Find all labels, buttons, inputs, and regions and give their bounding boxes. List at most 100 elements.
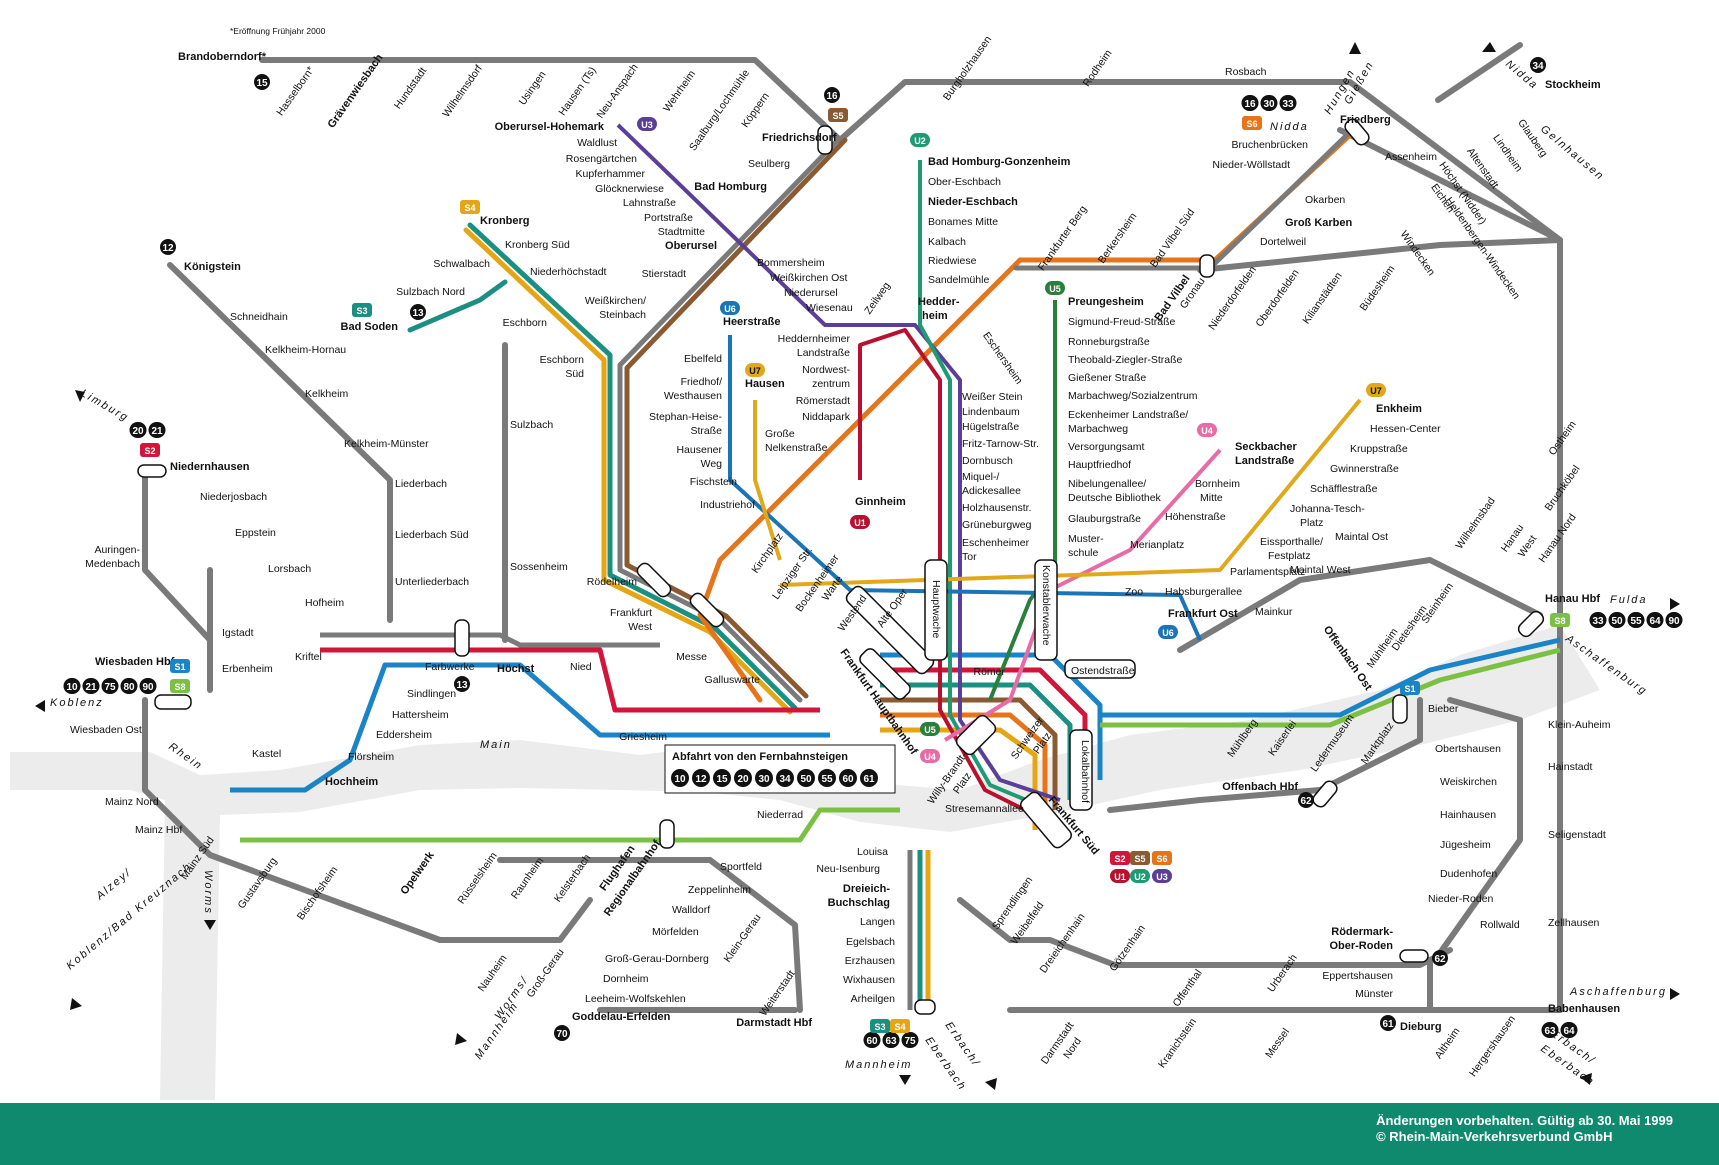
station-hanau[interactable] [1516,609,1546,639]
station-label-offenbach-ost[interactable]: Offenbach Ost [1321,624,1374,693]
station-label-parlamentsplatz[interactable]: Parlamentsplatz [1230,566,1305,578]
station-label-sossenheim[interactable]: Sossenheim [510,561,568,573]
station-label-roedermark2[interactable]: Ober-Roden [1329,940,1393,952]
station-label-heddernheimer-landstr[interactable]: Heddernheimer [778,333,851,345]
station-offenbach-hbf[interactable] [1311,779,1340,809]
station-label-griesheim[interactable]: Griesheim [619,731,667,743]
station-label-weisskirchen-steinbach2[interactable]: Steinbach [599,309,646,321]
station-friedrichsdorf[interactable] [817,125,833,155]
station-label-gloecknerwiese[interactable]: Glöcknerwiese [595,183,664,195]
station-label-offenbach-hbf[interactable]: Offenbach Hbf [1222,781,1298,793]
station-label-nauheim[interactable]: Nauheim [476,952,510,994]
station-label-wiesenau[interactable]: Wiesenau [806,302,853,314]
station-label-giessener-strasse[interactable]: Gießener Straße [1068,372,1146,384]
station-label-eschenheimer-tor[interactable]: Eschenheimer [962,537,1030,549]
station-roedermark[interactable] [1399,949,1429,963]
station-label-seligenstadt[interactable]: Seligenstadt [1548,829,1606,841]
station-label-bad-homburg[interactable]: Bad Homburg [694,181,767,193]
station-label-kupferhammer[interactable]: Kupferhammer [576,168,646,180]
station-label-ronneburgstrasse[interactable]: Ronneburgstraße [1068,336,1150,348]
station-roedelheim[interactable] [635,561,673,599]
station-label-sportfeld[interactable]: Sportfeld [720,861,762,873]
station-label-babenhausen[interactable]: Babenhausen [1548,1003,1620,1015]
station-label-muenster[interactable]: Münster [1355,988,1393,1000]
station-label-rollwald[interactable]: Rollwald [1480,919,1520,931]
station-label-schwalbach[interactable]: Schwalbach [433,258,490,270]
station-label-huegelstrasse[interactable]: Hügelstraße [962,421,1019,433]
station-label-eschersheim[interactable]: Eschersheim [980,330,1025,387]
station-label-oberursel-hohemark[interactable]: Oberursel-Hohemark [495,121,605,133]
station-label-assenheim[interactable]: Assenheim [1385,151,1437,163]
station-label-hausen-ts[interactable]: Hausen (Ts) [556,65,598,118]
station-label-roemerstadt[interactable]: Römerstadt [796,395,850,407]
station-label-auringen2[interactable]: Medenbach [85,558,140,570]
station-label-roemer[interactable]: Römer [973,666,1005,678]
station-label-sulzbach-nord[interactable]: Sulzbach Nord [396,286,465,298]
station-label-hauptfriedhof[interactable]: Hauptfriedhof [1068,459,1131,471]
station-label-bieber[interactable]: Bieber [1428,703,1459,715]
station-label-hanau-hbf[interactable]: Hanau Hbf [1545,593,1600,605]
station-label-bommersheim[interactable]: Bommersheim [757,257,825,269]
station-label-hausen[interactable]: Hausen [745,378,785,390]
station-label-nordwestzentrum2[interactable]: zentrum [812,378,850,390]
station-label-eppstein[interactable]: Eppstein [235,527,276,539]
station-label-liederbach-sued[interactable]: Liederbach Süd [395,529,469,541]
station-label-langen[interactable]: Langen [860,916,895,928]
station-label-hochheim[interactable]: Hochheim [325,776,378,788]
station-label-frankfurt-west2[interactable]: West [628,621,652,633]
station-label-miquel2[interactable]: Adickesallee [962,485,1021,497]
station-label-eissporthalle2[interactable]: Festplatz [1268,550,1311,562]
station-label-seckbacher2[interactable]: Landstraße [1235,455,1294,467]
station-flughafen[interactable] [659,819,675,849]
station-label-rosbach[interactable]: Rosbach [1225,66,1267,78]
station-label-nied[interactable]: Nied [570,661,592,673]
station-label-ebelfeld[interactable]: Ebelfeld [684,353,722,365]
station-label-koeppern[interactable]: Köppern [739,90,772,130]
station-label-enkheim[interactable]: Enkheim [1376,403,1422,415]
station-label-hofheim[interactable]: Hofheim [305,597,344,609]
station-label-eschborn[interactable]: Eschborn [503,317,548,329]
station-label-frankfurter-berg[interactable]: Frankfurter Berg [1036,203,1090,273]
station-label-bischofsheim[interactable]: Bischofsheim [295,864,341,922]
station-label-fischstein[interactable]: Fischstein [690,476,737,488]
station-label-dornheim[interactable]: Dornheim [603,973,649,985]
station-label-juegesheim[interactable]: Jügesheim [1440,839,1491,851]
station-label-dieburg[interactable]: Dieburg [1400,1021,1442,1033]
station-label-stadtmitte[interactable]: Stadtmitte [658,226,705,238]
station-label-kronberg[interactable]: Kronberg [480,215,530,227]
station-label-wixhausen[interactable]: Wixhausen [843,974,895,986]
station-label-graevenwiesbach[interactable]: Grävenwiesbach [326,52,386,131]
station-wiesbaden[interactable] [154,694,192,710]
station-label-messel[interactable]: Messel [1263,1026,1292,1060]
station-ostendstrasse[interactable] [1064,659,1136,679]
station-label-niederrad[interactable]: Niederrad [757,809,803,821]
station-label-wiesbaden-hbf[interactable]: Wiesbaden Hbf [95,656,175,668]
station-label-maintal-west[interactable]: Maintal West [1290,564,1351,576]
station-label-dornbusch[interactable]: Dornbusch [962,455,1013,467]
station-label-hattersheim[interactable]: Hattersheim [392,709,449,721]
station-label-hergershausen[interactable]: Hergershausen [1467,1013,1518,1079]
station-label-nibelungenallee2[interactable]: Deutsche Bibliothek [1068,492,1162,504]
station-label-lindheim[interactable]: Lindheim [1490,132,1524,174]
station-label-waldlust[interactable]: Waldlust [577,137,617,149]
station-label-gwinnerstrasse[interactable]: Gwinnerstraße [1330,463,1399,475]
station-label-mainz-hbf[interactable]: Mainz Hbf [135,824,182,836]
station-label-zeppelinheim[interactable]: Zeppelinheim [688,884,751,896]
station-label-heddernheimer-landstr2[interactable]: Landstraße [797,347,850,359]
station-label-obertshausen[interactable]: Obertshausen [1435,743,1501,755]
station-label-hausener-weg[interactable]: Hausener [676,444,722,456]
station-lokalbahnhof[interactable] [1069,729,1093,811]
station-label-stresemannallee[interactable]: Stresemannallee [945,803,1024,815]
station-label-bad-homburg-gonzenheim[interactable]: Bad Homburg-Gonzenheim [928,156,1071,168]
station-label-kalbach[interactable]: Kalbach [928,236,966,248]
station-label-hausener-weg2[interactable]: Weg [701,458,723,470]
station-label-saalburg[interactable]: Saalburg/Lochmühle [687,67,752,153]
station-label-stephan-heise[interactable]: Stephan-Heise- [649,411,722,423]
station-label-farbwerke[interactable]: Farbwerke [425,661,475,673]
station-label-kelkheim-hornau[interactable]: Kelkheim-Hornau [265,344,346,356]
station-label-maintal-ost[interactable]: Maintal Ost [1335,531,1388,543]
station-label-weiskirchen[interactable]: Weiskirchen [1440,776,1497,788]
station-label-galluswarte[interactable]: Galluswarte [705,674,761,686]
station-label-zeilweg[interactable]: Zeilweg [862,280,893,317]
station-frankfurt-hbf[interactable] [844,584,936,676]
